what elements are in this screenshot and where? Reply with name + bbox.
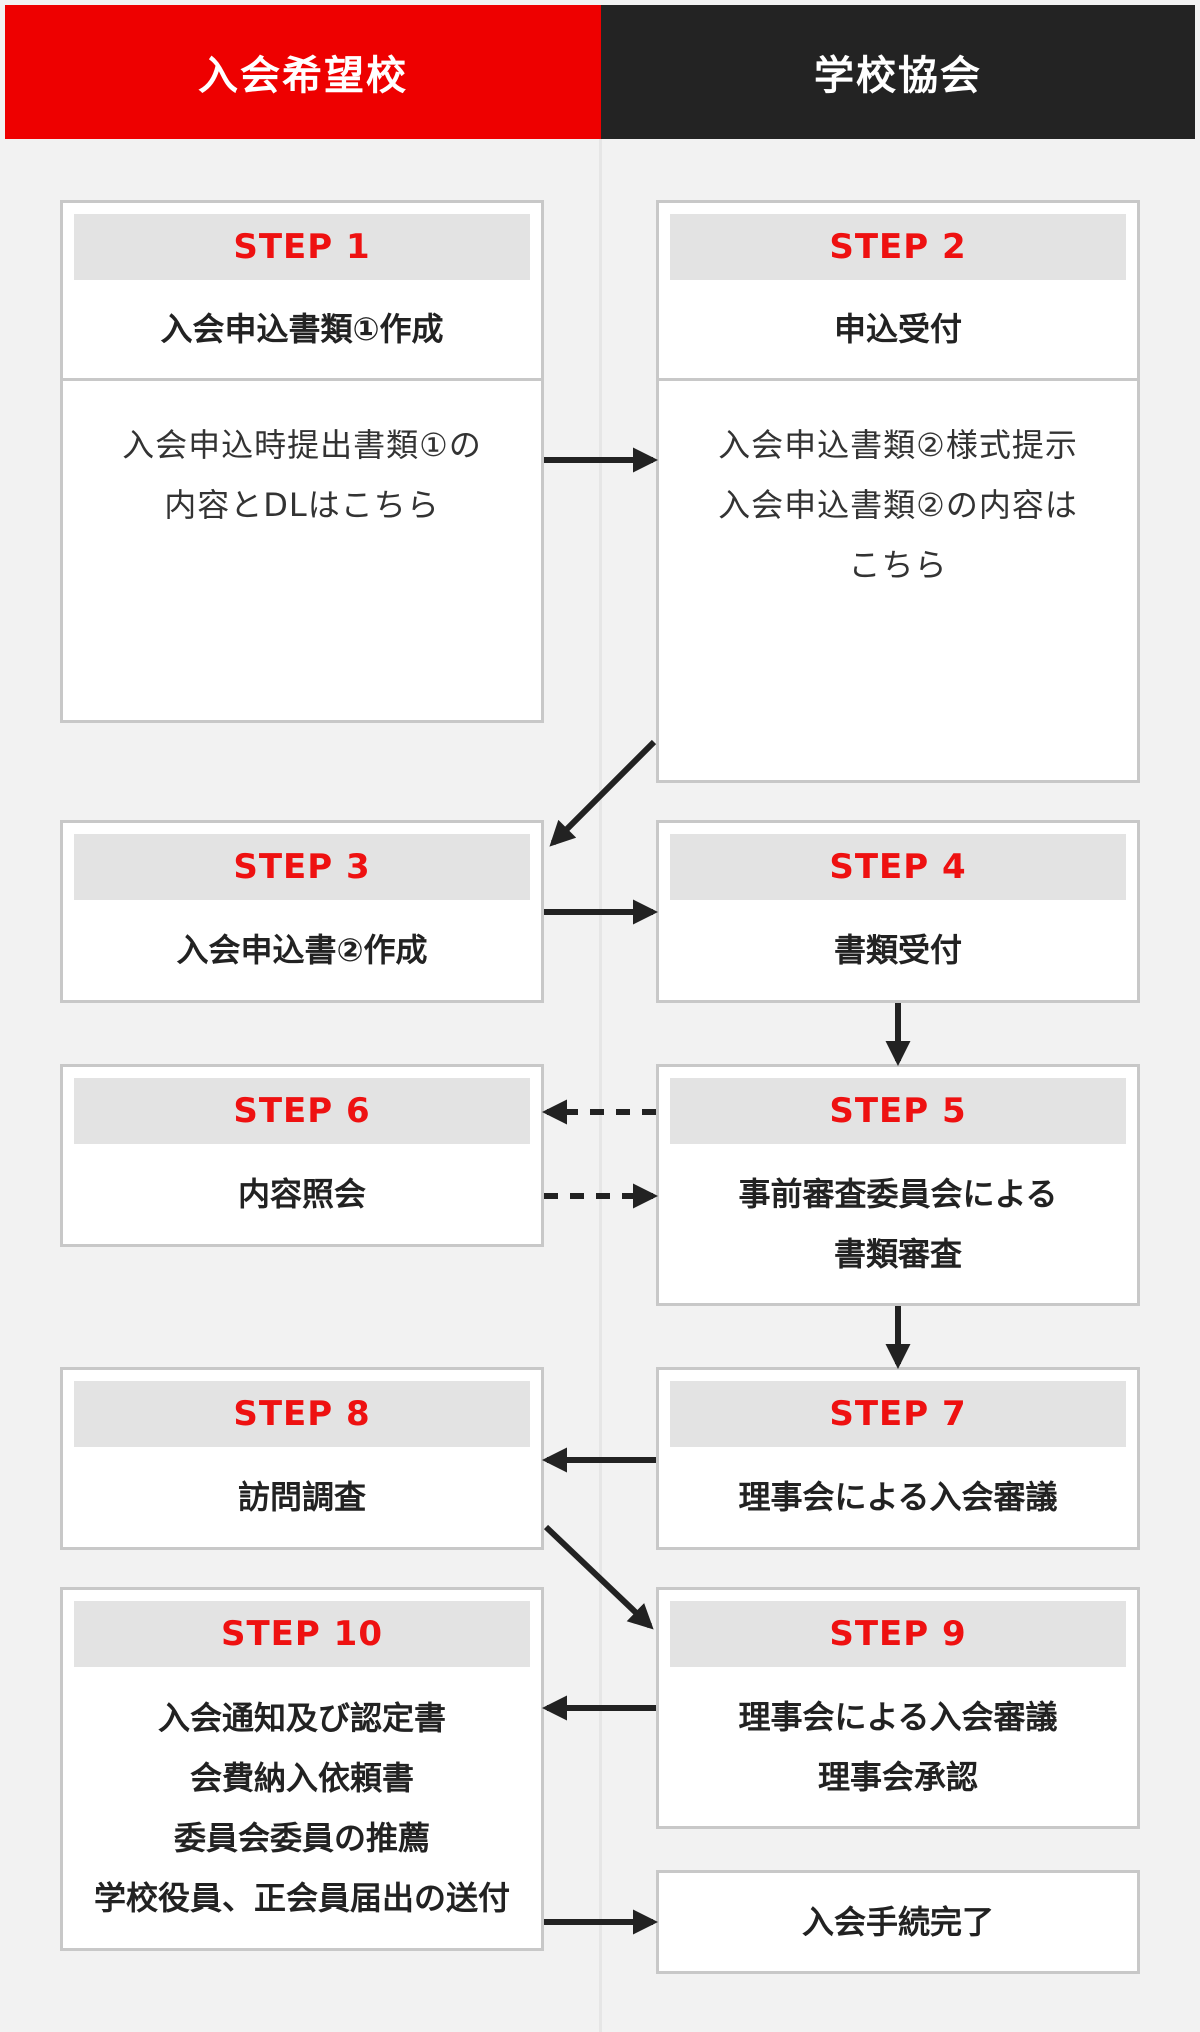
step2-desc-line3[interactable]: こちら (848, 546, 948, 584)
step10-box: STEP 10 入会通知及び認定書 会費納入依頼書 委員会委員の推薦 学校役員、… (60, 1587, 544, 1951)
step3-label: STEP 3 (74, 834, 530, 900)
step1-box: STEP 1 入会申込書類①作成 入会申込時提出書類①の 内容とDLはこちら (60, 200, 544, 723)
arrow-step2-to-step3 (549, 739, 657, 847)
step7-box: STEP 7 理事会による入会審議 (656, 1367, 1140, 1550)
step10-title-line3: 委員会委員の推薦 (173, 1818, 430, 1857)
step8-box: STEP 8 訪問調査 (60, 1367, 544, 1550)
step10-label: STEP 10 (74, 1601, 530, 1667)
final-box: 入会手続完了 (656, 1870, 1140, 1974)
step2-desc-line1[interactable]: 入会申込書類②様式提示 (718, 426, 1078, 464)
step1-separator (63, 378, 541, 381)
step3-title: 入会申込書②作成 (176, 931, 428, 969)
final-title: 入会手続完了 (801, 1903, 994, 1941)
step4-box: STEP 4 書類受付 (656, 820, 1140, 1003)
step5-title: 事前審査委員会による 書類審査 (659, 1144, 1137, 1303)
step8-title: 訪問調査 (237, 1478, 366, 1516)
step2-label: STEP 2 (670, 214, 1126, 280)
step2-box: STEP 2 申込受付 入会申込書類②様式提示 入会申込書類②の内容は こちら (656, 200, 1140, 783)
step9-title-line1: 理事会による入会審議 (738, 1697, 1058, 1736)
step5-title-line1: 事前審査委員会による (738, 1174, 1058, 1213)
step10-title-line2: 会費納入依頼書 (189, 1758, 414, 1797)
step7-label: STEP 7 (670, 1381, 1126, 1447)
step1-title: 入会申込書類①作成 (160, 310, 444, 348)
step9-box: STEP 9 理事会による入会審議 理事会承認 (656, 1587, 1140, 1829)
step10-title-line4: 学校役員、正会員届出の送付 (93, 1878, 510, 1917)
step6-title: 内容照会 (237, 1175, 366, 1213)
header-association: 学校協会 (601, 5, 1195, 139)
step4-title: 書類受付 (833, 931, 962, 969)
step5-label: STEP 5 (670, 1078, 1126, 1144)
step2-title: 申込受付 (833, 310, 962, 348)
step2-desc-line2[interactable]: 入会申込書類②の内容は (718, 486, 1078, 524)
step9-label: STEP 9 (670, 1601, 1126, 1667)
step6-label: STEP 6 (74, 1078, 530, 1144)
step6-box: STEP 6 内容照会 (60, 1064, 544, 1247)
step1-desc-line1[interactable]: 入会申込時提出書類①の (122, 426, 482, 464)
step8-label: STEP 8 (74, 1381, 530, 1447)
step10-title-line1: 入会通知及び認定書 (157, 1698, 446, 1737)
step10-title: 入会通知及び認定書 会費納入依頼書 委員会委員の推薦 学校役員、正会員届出の送付 (63, 1667, 541, 1948)
step2-description[interactable]: 入会申込書類②様式提示 入会申込書類②の内容は こちら (659, 381, 1137, 780)
step5-box: STEP 5 事前審査委員会による 書類審査 (656, 1064, 1140, 1306)
step9-title-line2: 理事会承認 (817, 1757, 978, 1796)
header-applicant: 入会希望校 (5, 5, 601, 139)
step1-label: STEP 1 (74, 214, 530, 280)
step9-title: 理事会による入会審議 理事会承認 (659, 1667, 1137, 1826)
step3-box: STEP 3 入会申込書②作成 (60, 820, 544, 1003)
step1-desc-line2[interactable]: 内容とDLはこちら (164, 486, 440, 524)
column-divider (599, 139, 602, 2032)
step7-title: 理事会による入会審議 (738, 1478, 1058, 1516)
arrow-step8-to-step9 (543, 1524, 654, 1630)
step5-title-line2: 書類審査 (833, 1234, 962, 1273)
step2-separator (659, 378, 1137, 381)
step4-label: STEP 4 (670, 834, 1126, 900)
step1-description[interactable]: 入会申込時提出書類①の 内容とDLはこちら (63, 381, 541, 720)
